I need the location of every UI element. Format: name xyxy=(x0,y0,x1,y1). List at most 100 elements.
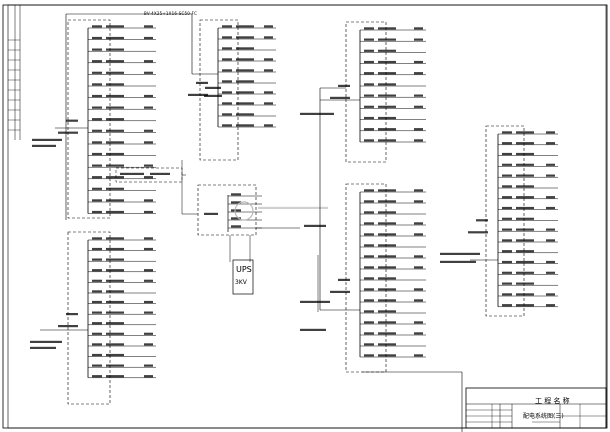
ups-circuit-label xyxy=(231,201,241,204)
breaker-label xyxy=(364,233,374,236)
drawing-title: 配电系统图(三) xyxy=(523,413,564,420)
circuit-label xyxy=(516,142,534,145)
breaker-label xyxy=(364,343,374,346)
breaker-label xyxy=(502,239,512,242)
breaker-label xyxy=(92,279,102,282)
load-label xyxy=(414,332,423,335)
ups-circuit-label xyxy=(231,193,241,196)
load-label xyxy=(546,131,555,134)
circuit-label xyxy=(378,60,396,64)
breaker-label xyxy=(364,211,374,214)
circuit-label xyxy=(236,58,254,61)
breaker-label xyxy=(222,80,232,83)
load-label xyxy=(546,142,555,145)
breaker-label xyxy=(92,343,102,346)
breaker-label xyxy=(364,321,374,324)
load-label xyxy=(546,260,555,264)
load-label xyxy=(144,25,153,28)
load-label xyxy=(264,36,273,39)
circuit-label xyxy=(106,152,124,156)
circuit-label xyxy=(516,152,534,156)
circuit-label xyxy=(106,353,124,357)
circuit-label xyxy=(378,233,396,236)
load-label xyxy=(414,200,423,203)
watermark-text xyxy=(258,206,328,209)
load-label xyxy=(144,129,153,132)
load-label xyxy=(144,364,153,367)
panel-note xyxy=(204,94,222,97)
circuit-label xyxy=(236,25,254,28)
load-label xyxy=(546,304,555,307)
breaker-label xyxy=(92,129,102,132)
load-label xyxy=(144,210,153,214)
breaker-label xyxy=(502,271,512,274)
breaker-label xyxy=(92,353,102,357)
breaker-label xyxy=(364,105,374,108)
breaker-label xyxy=(92,36,102,40)
ups-output-label xyxy=(304,224,326,227)
load-label xyxy=(414,72,423,75)
ups-circuit-label xyxy=(231,217,241,220)
load-label xyxy=(264,91,273,94)
breaker-label xyxy=(364,38,374,41)
breaker-label xyxy=(222,69,232,72)
load-label xyxy=(414,94,423,97)
load-label xyxy=(414,266,423,269)
circuit-label xyxy=(378,139,396,142)
breaker-label xyxy=(222,36,232,39)
circuit-label xyxy=(106,258,124,261)
incoming-cable-label xyxy=(30,340,62,343)
load-label xyxy=(546,228,555,231)
incoming-cable-label xyxy=(440,260,476,263)
breaker-label xyxy=(364,116,374,120)
circuit-label xyxy=(106,279,124,282)
junction-label xyxy=(120,172,144,175)
circuit-label xyxy=(236,80,254,83)
circuit-label xyxy=(236,47,254,50)
breaker-label xyxy=(92,322,102,325)
panel-middle-top-enclosure xyxy=(199,19,239,161)
breaker-label xyxy=(364,266,374,269)
circuit-label xyxy=(106,199,124,202)
load-label xyxy=(264,69,273,72)
circuit-label xyxy=(378,288,396,291)
circuit-label xyxy=(516,174,534,177)
circuit-label xyxy=(106,343,124,346)
circuit-label xyxy=(516,282,534,285)
circuit-label xyxy=(106,176,124,179)
ups-panel-label xyxy=(204,212,218,215)
load-label xyxy=(144,269,153,272)
circuit-label xyxy=(516,163,534,166)
load-label xyxy=(414,27,423,30)
circuit-label xyxy=(106,141,124,144)
breaker-label xyxy=(364,332,374,335)
load-label xyxy=(144,332,153,335)
load-label xyxy=(144,60,153,63)
junction-label xyxy=(150,172,170,175)
breaker-label xyxy=(92,258,102,261)
breaker-label xyxy=(92,247,102,251)
breaker-label xyxy=(502,131,512,134)
load-label xyxy=(546,293,555,296)
circuit-label xyxy=(106,164,124,167)
circuit-label xyxy=(516,304,534,307)
breaker-label xyxy=(364,139,374,142)
breaker-label xyxy=(222,91,232,94)
circuit-label xyxy=(106,332,124,335)
breaker-label xyxy=(502,304,512,307)
project-name-heading: 工 程 名 称 xyxy=(535,397,570,405)
load-label xyxy=(144,247,153,251)
circuit-label xyxy=(378,94,396,97)
circuit-label xyxy=(106,106,124,109)
breaker-label xyxy=(92,25,102,28)
incoming-cable-label xyxy=(440,252,480,255)
breaker-label xyxy=(364,94,374,97)
breaker-label xyxy=(222,58,232,61)
breaker-label xyxy=(502,152,512,156)
panel-cable-label xyxy=(188,93,208,96)
breaker-label xyxy=(364,27,374,30)
breaker-label xyxy=(222,113,232,116)
panel-note xyxy=(205,86,221,89)
circuit-label xyxy=(106,83,124,86)
circuit-label xyxy=(378,72,396,75)
